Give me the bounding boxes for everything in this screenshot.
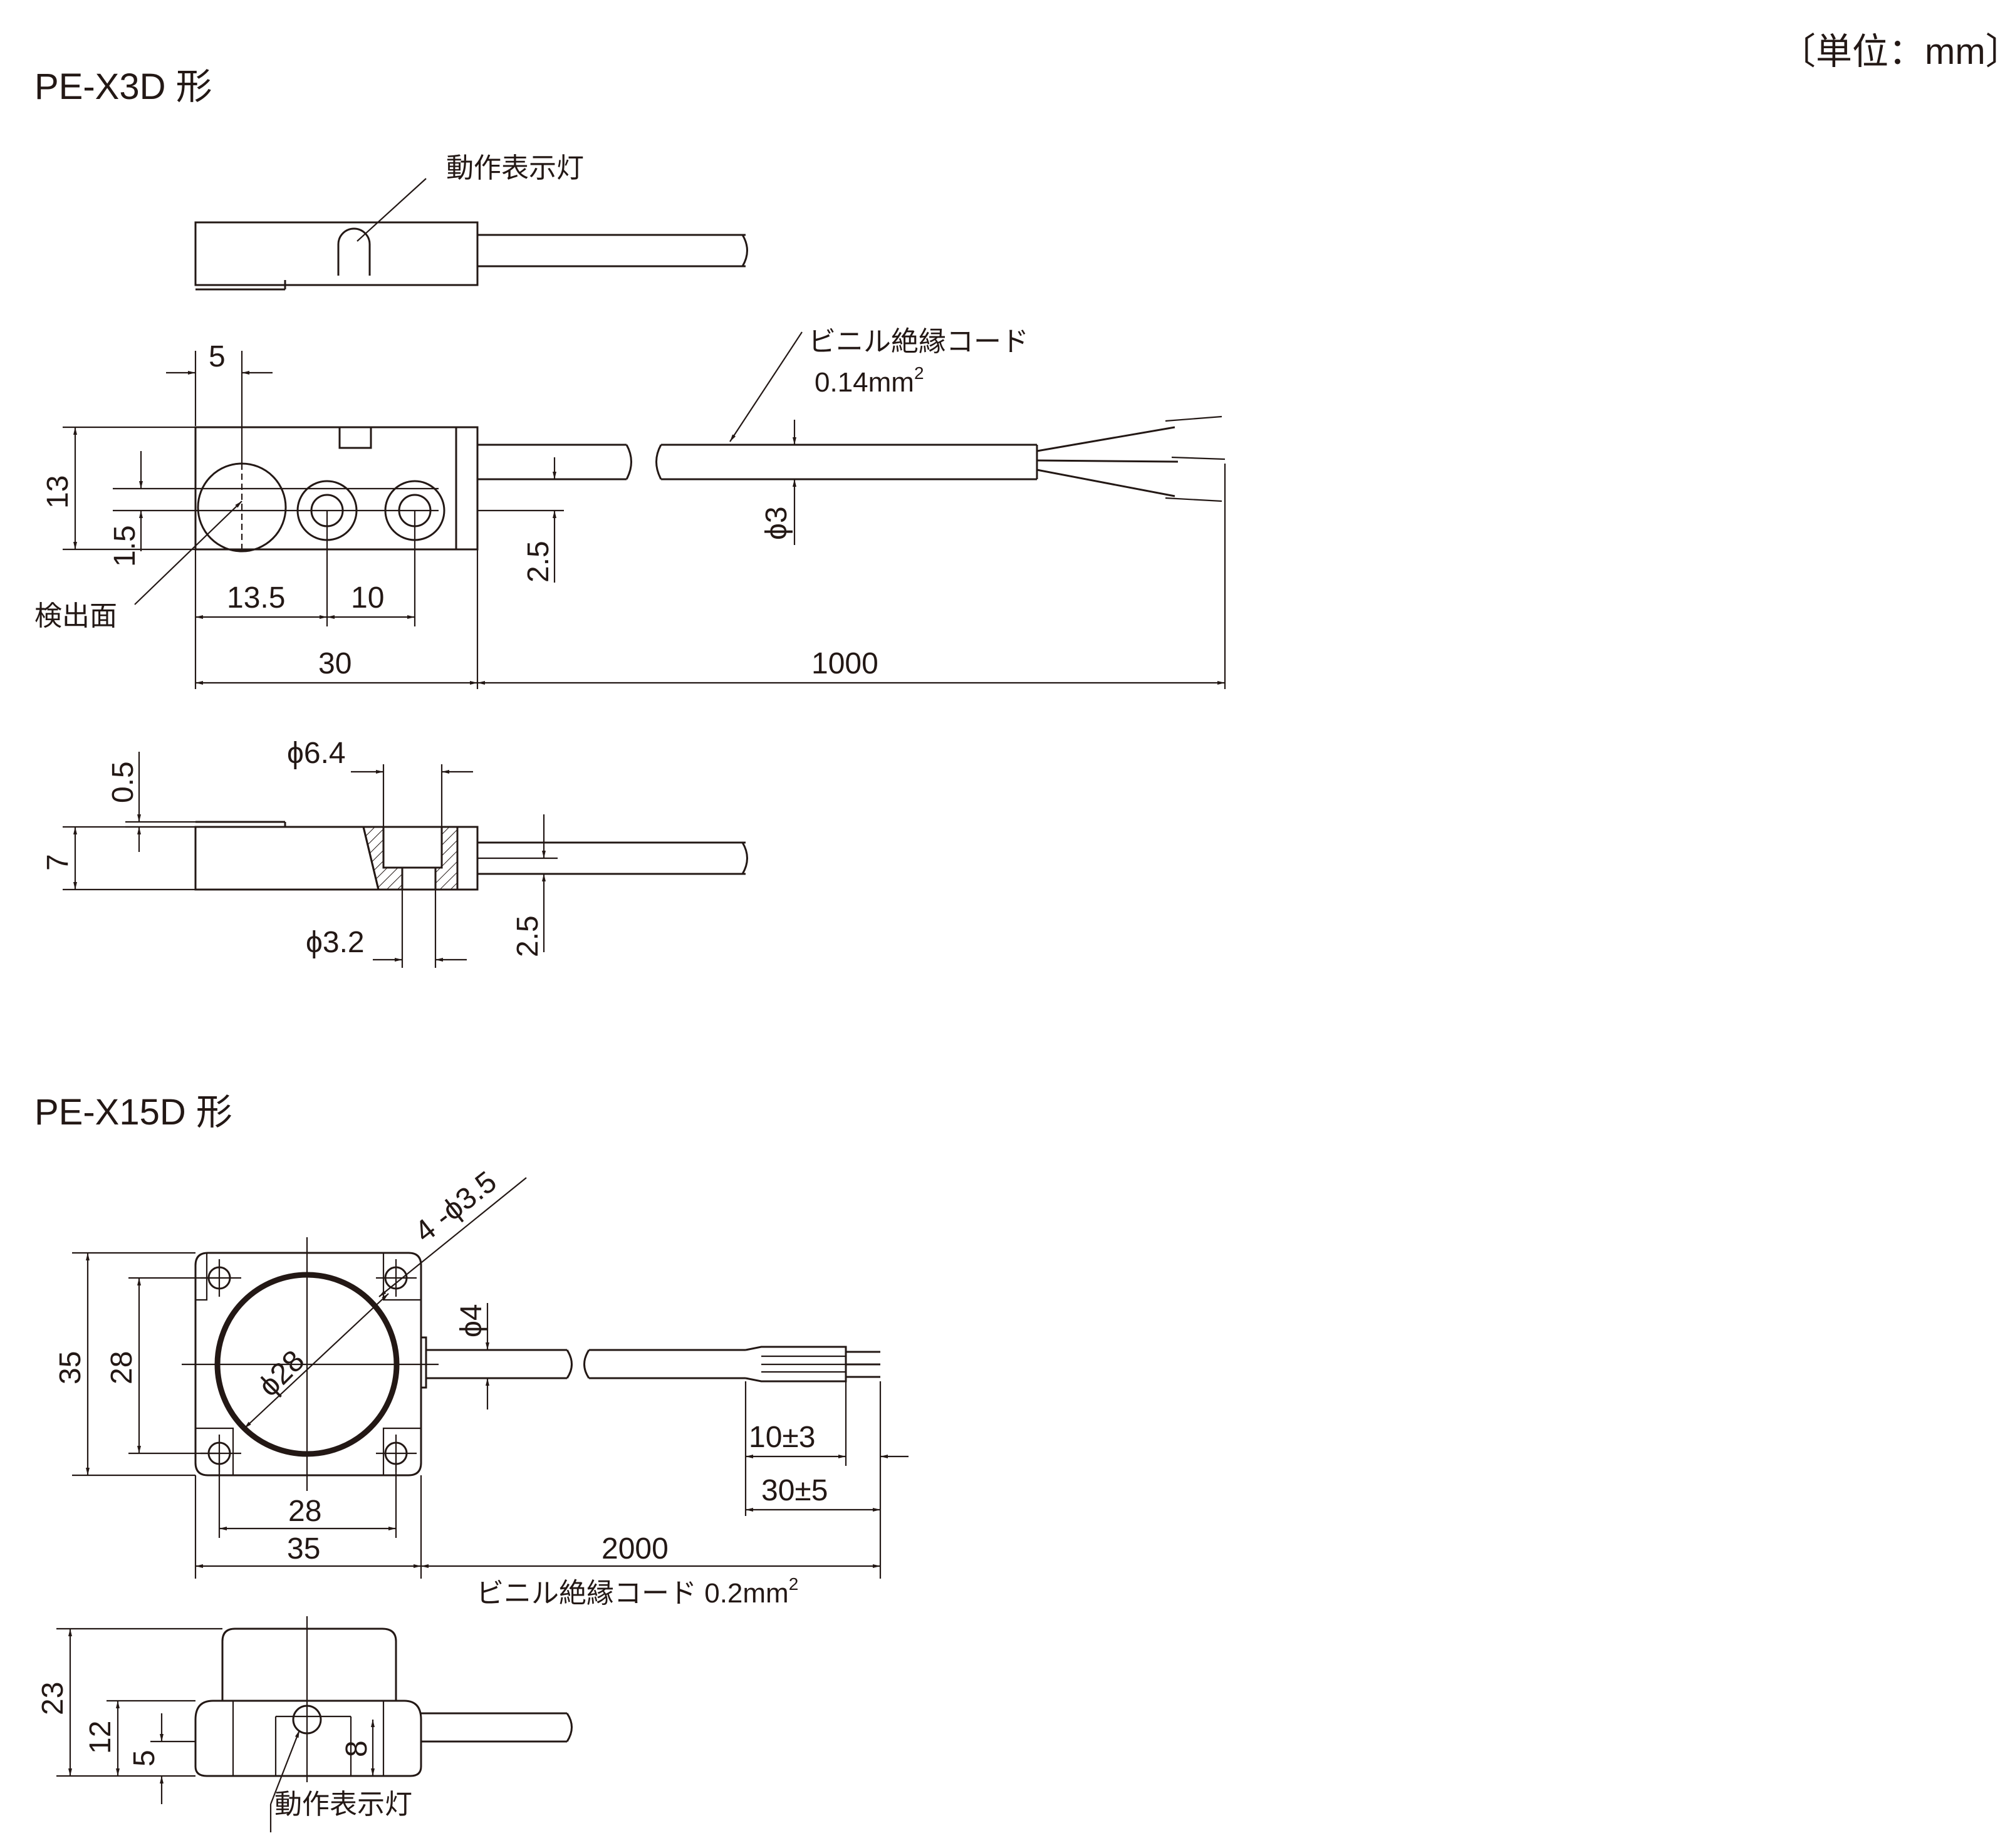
x15d-dim-30pm5: 30±5 xyxy=(761,1474,828,1507)
x15d-dim-10pm3: 10±3 xyxy=(749,1421,815,1454)
section1-title: PE-X3D 形 xyxy=(34,66,212,107)
x3d-dim-phi3: ϕ3 xyxy=(760,506,793,540)
x15d-cord-label: ビニル絶縁コード 0.2mm xyxy=(476,1578,789,1609)
unit-note: 〔単位：mm〕 xyxy=(1779,31,2005,72)
x3d-cord-area: 0.14mm xyxy=(815,367,914,398)
x3d-cord-area-sup: 2 xyxy=(914,363,924,383)
svg-text:ビニル絶縁コード 0.2mm2: ビニル絶縁コード 0.2mm2 xyxy=(476,1574,798,1609)
x15d-dim-8: 8 xyxy=(340,1740,373,1757)
x3d-front-dimensions: 5 13 1.5 2.5 ϕ3 検出面 13.5 10 xyxy=(34,340,1226,689)
x15d-side-dimensions: 23 12 5 8 動作表示灯 xyxy=(36,1627,412,1832)
x15d-dim-12: 12 xyxy=(84,1721,117,1754)
x3d-dim-2-5-side: 2.5 xyxy=(511,915,544,957)
x15d-dim-28-v: 28 xyxy=(105,1351,138,1384)
x3d-side-dimensions: ϕ6.4 0.5 7 ϕ3.2 2.5 xyxy=(41,737,558,968)
x15d-front-dimensions: ϕ4 35 28 10±3 30±5 28 35 2000 ビニル絶縁コード xyxy=(54,1252,909,1609)
x15d-sensing-face xyxy=(214,1272,400,1457)
x3d-dim-5: 5 xyxy=(209,340,226,373)
x3d-dim-1-5: 1.5 xyxy=(108,525,142,567)
svg-text:0.14mm2: 0.14mm2 xyxy=(815,363,924,398)
x3d-dim-7: 7 xyxy=(41,854,75,871)
x15d-dim-35-v: 35 xyxy=(54,1351,87,1384)
x3d-dim-13-5: 13.5 xyxy=(227,581,285,615)
x15d-side-view xyxy=(194,1616,573,1782)
x3d-detect-face-label: 検出面 xyxy=(34,601,117,631)
x3d-indicator-label: 動作表示灯 xyxy=(446,153,584,184)
x15d-dim-5: 5 xyxy=(128,1750,161,1767)
x15d-dim-4phi3-5: 4 -ϕ3.5 xyxy=(409,1165,503,1249)
x3d-dim-30: 30 xyxy=(318,647,352,680)
x15d-dim-35-h: 35 xyxy=(287,1532,320,1565)
x15d-dim-phi4: ϕ4 xyxy=(455,1304,488,1337)
x3d-dim-10: 10 xyxy=(351,581,384,615)
x15d-dim-2000: 2000 xyxy=(602,1532,669,1565)
x3d-dim-13: 13 xyxy=(41,475,75,509)
section2-title: PE-X15D 形 xyxy=(34,1092,232,1133)
x15d-dim-28-h: 28 xyxy=(288,1495,321,1528)
x3d-cord-label: ビニル絶縁コード xyxy=(808,326,1029,357)
x3d-dim-2-5-top: 2.5 xyxy=(522,541,555,583)
x3d-front-view: ビニル絶縁コード 0.14mm2 xyxy=(194,326,1226,553)
x3d-dim-0-5: 0.5 xyxy=(107,761,140,803)
x3d-dim-phi6-4: ϕ6.4 xyxy=(287,737,346,770)
x15d-dim-phi28: ϕ28 xyxy=(252,1344,311,1403)
x3d-side-view xyxy=(194,821,748,891)
x15d-dim-23: 23 xyxy=(36,1682,70,1715)
x3d-top-view: 動作表示灯 xyxy=(194,153,748,291)
x15d-cord-sup: 2 xyxy=(789,1574,799,1594)
x15d-indicator-label: 動作表示灯 xyxy=(274,1789,412,1820)
x3d-dim-1000: 1000 xyxy=(811,647,878,680)
x3d-dim-phi3-2: ϕ3.2 xyxy=(306,926,365,959)
